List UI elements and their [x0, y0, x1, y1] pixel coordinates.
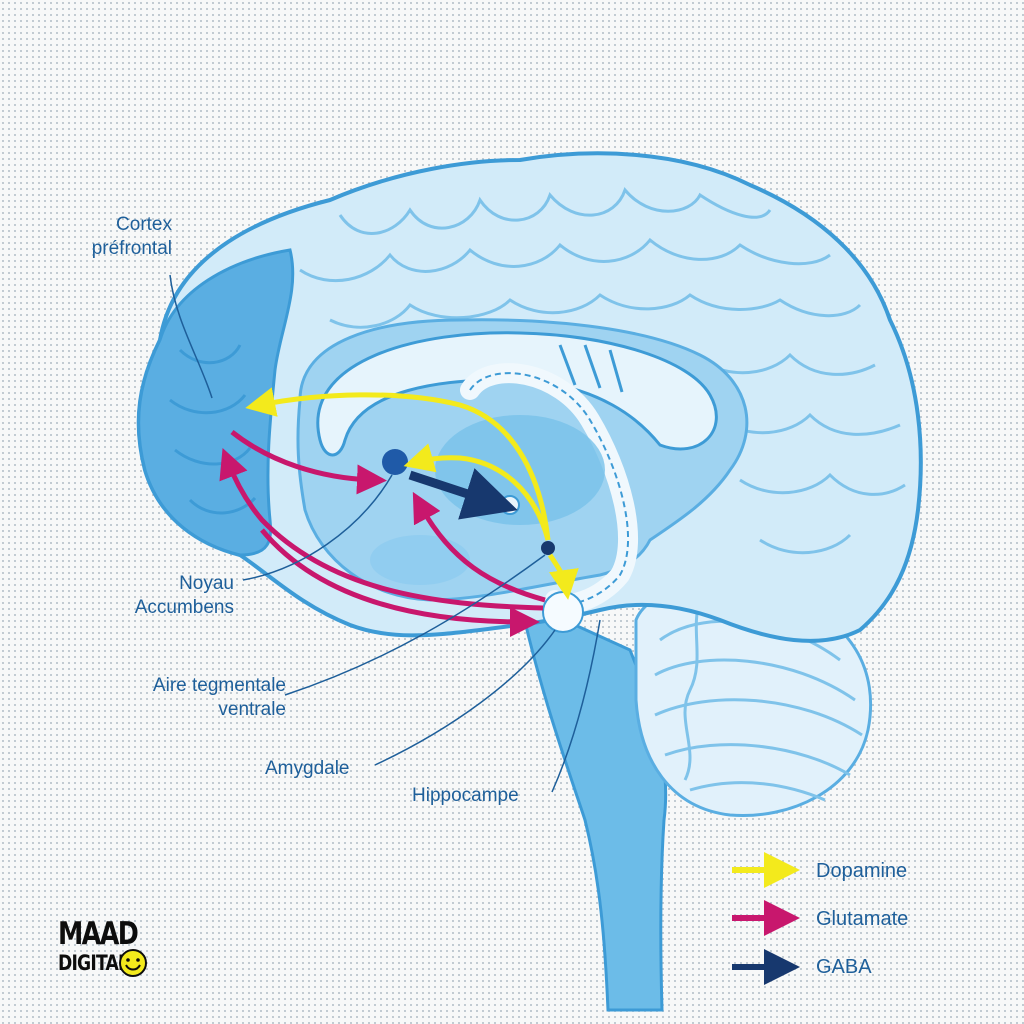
label-noyau-line2: Accumbens: [60, 596, 234, 620]
leader-amygdale: [375, 630, 555, 765]
maad-digital-logo: MAAD DIGITAL: [58, 918, 168, 988]
vta-node-small: [501, 496, 519, 514]
legend-glutamate-label: Glutamate: [816, 907, 908, 931]
smiley-icon: [118, 948, 148, 978]
label-aire-line2: ventrale: [60, 698, 286, 722]
vta-node: [541, 541, 555, 555]
legend-gaba-label: GABA: [816, 955, 872, 979]
label-amygdale: Amygdale: [265, 757, 350, 781]
logo-text-line1: MAAD: [58, 918, 137, 950]
legend-dopamine-label: Dopamine: [816, 859, 907, 883]
label-aire-tegmentale: Aire tegmentale ventrale: [60, 674, 286, 722]
label-cortex-prefrontal: Cortex préfrontal: [60, 213, 172, 261]
legend-arrows: [732, 870, 782, 967]
label-aire-line1: Aire tegmentale: [60, 674, 286, 698]
label-noyau-accumbens: Noyau Accumbens: [60, 572, 234, 620]
label-hippocampe: Hippocampe: [412, 784, 519, 808]
label-noyau-line1: Noyau: [60, 572, 234, 596]
thalamus: [435, 415, 605, 525]
amygdala-node: [543, 592, 583, 632]
label-cortex-line1: Cortex: [60, 213, 172, 237]
label-cortex-line2: préfrontal: [60, 237, 172, 261]
nucleus-accumbens-node: [382, 449, 408, 475]
